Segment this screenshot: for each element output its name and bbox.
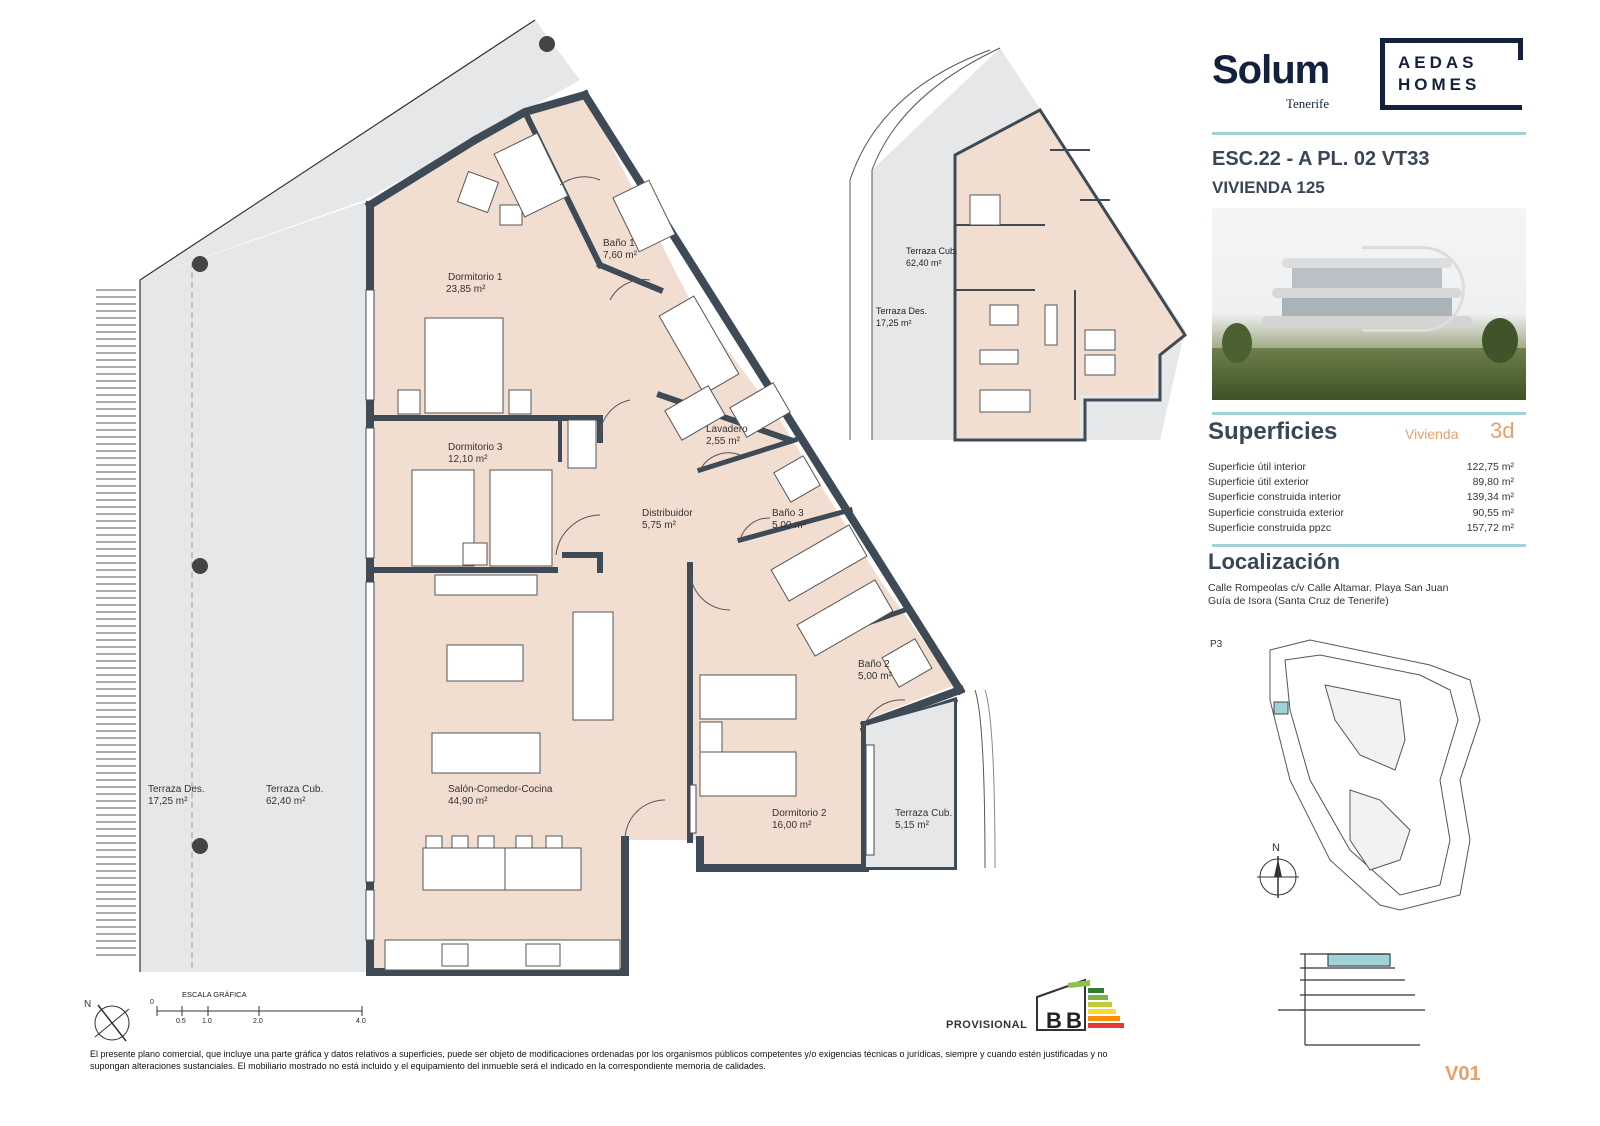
developer-logo-frame	[1380, 38, 1523, 110]
site-plan	[1269, 639, 1481, 911]
room-area: 23,85 m²	[446, 284, 486, 295]
svg-text:1.0: 1.0	[202, 1018, 212, 1025]
svg-text:2.0: 2.0	[253, 1018, 263, 1025]
room-area: 5,00 m²	[772, 520, 807, 531]
surface-label: Superficie construida ppzc	[1208, 521, 1332, 534]
keyplan-room-area: 62,40 m²	[906, 258, 942, 268]
scale-ticks: 0 0.5 1.0 2.0 4.0	[150, 999, 366, 1025]
room-area: 17,25 m²	[148, 796, 188, 807]
room-area: 44,90 m²	[448, 796, 488, 807]
room-name: Salón-Comedor-Cocina	[448, 784, 553, 795]
svg-text:4.0: 4.0	[356, 1018, 366, 1025]
room-name: Dormitorio 3	[448, 442, 503, 453]
surface-row: Superficie construida exterior 90,55 m²	[1208, 505, 1514, 520]
energy-rating-2: B	[1066, 1008, 1082, 1033]
keyplan-room-name: Terraza Cub.	[906, 246, 958, 256]
version-label: V01	[1445, 1063, 1481, 1085]
room-name: Distribuidor	[642, 508, 693, 519]
room-name: Terraza Des.	[148, 784, 205, 795]
legal-disclaimer: El presente plano comercial, que incluye…	[90, 1049, 1108, 1071]
room-name: Dormitorio 2	[772, 808, 827, 819]
unit-code: ESC.22 - A PL. 02 VT33	[1212, 148, 1430, 170]
windows	[365, 289, 875, 941]
surface-row: Superficie construida ppzc 157,72 m²	[1208, 520, 1514, 535]
room-labels: Dormitorio 1 23,85 m² Baño 1 7,60 m² Dor…	[148, 238, 952, 831]
room-area: 2,55 m²	[706, 436, 741, 447]
scale-title: ESCALA GRÁFICA	[182, 990, 247, 999]
room-name: Terraza Cub.	[895, 808, 952, 819]
surface-row: Superficie útil interior 122,75 m²	[1208, 459, 1514, 474]
room-area: 5,75 m²	[642, 520, 677, 531]
surface-label: Superficie útil interior	[1208, 460, 1307, 473]
scale-bar	[156, 1006, 363, 1016]
surfaces-title: Superficies	[1208, 418, 1338, 445]
room-area: 5,15 m²	[895, 820, 930, 831]
plan-north-arrow: N	[84, 999, 130, 1042]
surface-label: Superficie construida interior	[1208, 491, 1342, 504]
terrace-area-upper	[140, 20, 580, 280]
location-title: Localización	[1208, 549, 1341, 574]
room-name: Baño 1	[603, 238, 635, 249]
brand-location: Tenerife	[1286, 96, 1330, 111]
divider	[1212, 544, 1526, 547]
energy-provisional-label: PROVISIONAL	[946, 1019, 1028, 1031]
room-area: 12,10 m²	[448, 454, 488, 465]
unit-number: VIVIENDA 125	[1212, 178, 1325, 197]
svg-text:0: 0	[150, 999, 154, 1006]
room-name: Lavadero	[706, 424, 748, 435]
site-north-arrow: N	[1257, 842, 1299, 898]
keyplan-room-name: Terraza Des.	[876, 306, 927, 316]
surface-label: Superficie construida exterior	[1208, 506, 1344, 519]
room-area: 16,00 m²	[772, 820, 812, 831]
surface-value: 157,72 m²	[1466, 521, 1514, 534]
furniture	[384, 132, 933, 971]
developer-logo: AEDAS HOMES	[1398, 53, 1481, 94]
divider	[1212, 132, 1526, 135]
surface-value: 139,34 m²	[1466, 491, 1514, 504]
terrace-area	[140, 200, 370, 972]
north-label: N	[1272, 842, 1280, 854]
energy-rating-1: B	[1046, 1008, 1062, 1033]
surface-row: Superficie útil exterior 89,80 m²	[1208, 474, 1514, 489]
surface-value: 90,55 m²	[1472, 506, 1514, 519]
energy-rating-label: B B	[1036, 978, 1124, 1033]
section-diagram	[1278, 953, 1425, 1046]
room-area: 7,60 m²	[603, 250, 638, 261]
location-address: Calle Rompeolas c/v Calle Altamar. Playa…	[1208, 582, 1448, 608]
dwelling-type-value: 3d	[1490, 418, 1515, 443]
railing-hatch	[96, 289, 136, 956]
site-plan-label: P3	[1210, 639, 1223, 650]
key-plan: Terraza Cub. 62,40 m² Terraza Des. 17,25…	[849, 47, 1187, 442]
dwelling-type-label: Vivienda	[1405, 426, 1459, 442]
room-name: Baño 3	[772, 508, 804, 519]
svg-text:0.5: 0.5	[176, 1018, 186, 1025]
room-name: Baño 2	[858, 659, 890, 670]
room-name: Dormitorio 1	[448, 272, 503, 283]
surface-label: Superficie útil exterior	[1208, 475, 1309, 488]
divider	[1212, 412, 1526, 415]
address-line-1: Calle Rompeolas c/v Calle Altamar. Playa…	[1208, 582, 1449, 594]
svg-text:N: N	[84, 999, 91, 1010]
building-render	[1212, 208, 1526, 400]
surfaces-table: Superficie útil interior 122,75 m² Superf…	[1208, 459, 1514, 535]
room-area: 5,00 m²	[858, 671, 893, 682]
surface-value: 89,80 m²	[1472, 475, 1514, 488]
room-area: 62,40 m²	[266, 796, 306, 807]
surface-value: 122,75 m²	[1466, 460, 1514, 473]
brand-logo: Solum	[1212, 48, 1330, 92]
address-line-2: Guía de Isora (Santa Cruz de Tenerife)	[1208, 595, 1389, 607]
room-name: Terraza Cub.	[266, 784, 323, 795]
keyplan-room-area: 17,25 m²	[876, 318, 912, 328]
door-swings	[555, 176, 906, 841]
surface-row: Superficie construida interior 139,34 m²	[1208, 490, 1514, 505]
